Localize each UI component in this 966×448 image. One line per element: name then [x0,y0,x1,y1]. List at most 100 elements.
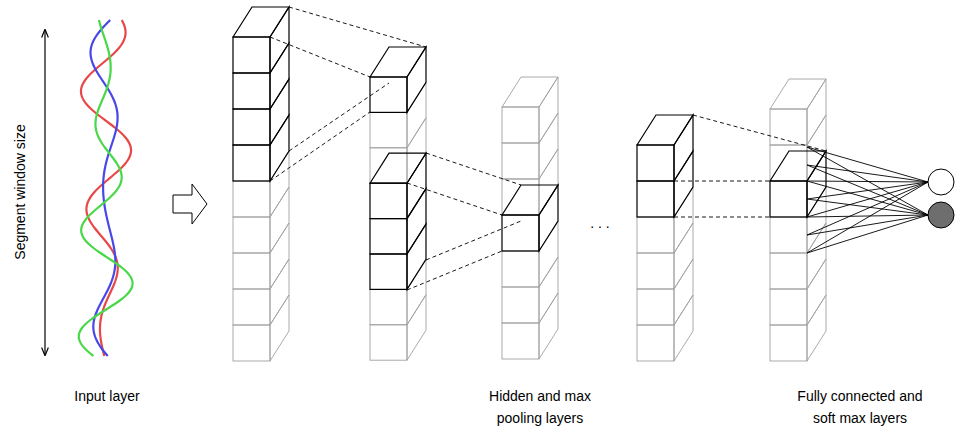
cell-top [502,185,558,215]
cell-side [270,295,289,361]
layer-cell [502,221,558,287]
dashed-line [407,251,502,290]
dashed-line [270,37,370,77]
layer-cell [502,113,558,179]
layer-cell [370,259,426,324]
cell-front [370,289,407,324]
dense-line [807,182,928,253]
dense-line [807,147,928,182]
layer-cell [233,115,289,181]
layer-cell [770,187,826,253]
layer-cell [502,293,558,359]
cell-front [233,181,270,217]
layer-cell [502,77,558,143]
dashed-line [674,181,770,182]
cell-front [233,217,270,253]
cell-front [637,217,674,253]
output-neuron [928,202,954,228]
cell-side [539,77,558,143]
cell-side [407,259,426,324]
dense-line [807,182,928,217]
layer-cell [770,259,826,325]
cell-side [539,185,558,251]
cell-side [674,295,693,361]
dashed-line [426,153,521,185]
dense-line [807,181,928,182]
flow-arrow [173,184,207,224]
layer-cell [637,187,693,253]
layer-cell [233,223,289,289]
layer-cell [370,189,426,254]
dashed-line [674,217,770,218]
layer-cell [233,187,289,253]
dense-line [807,215,928,253]
layer-cell [770,115,826,181]
layer-cell [233,259,289,325]
cell-front [233,253,270,289]
layer-cell [370,118,426,183]
layer-cell [370,153,426,218]
ellipsis: . . . [570,212,630,234]
cell-side [270,259,289,325]
cell-front [770,181,807,217]
cell-front [502,143,539,179]
cell-side [539,257,558,323]
cell-side [807,259,826,325]
cell-front [502,323,539,359]
layer-cell [770,295,826,361]
axis-label: Segment window size [9,121,31,262]
cell-side [407,189,426,254]
cell-top [233,7,289,37]
cell-side [407,47,426,112]
layer-cell [233,43,289,109]
layer-cell [637,115,693,181]
cell-side [539,113,558,179]
layer-cell [637,259,693,325]
cell-front [370,183,407,218]
layer-caption: Hidden and max pooling layers [475,385,605,430]
cell-side [270,43,289,109]
dense-line [807,182,928,235]
layer-cell [370,295,426,360]
cell-front [233,289,270,325]
cell-front [637,253,674,289]
layer-cell [233,151,289,217]
dashed-line [289,7,426,47]
window-size-arrow [44,30,45,355]
layer-columns [233,7,826,361]
cell-side [539,293,558,359]
cell-front [770,325,807,361]
cell-side [270,79,289,145]
cell-front [233,109,270,145]
cell-front [502,215,539,251]
cell-front [233,73,270,109]
cell-front [233,37,270,73]
dashed-line [289,83,389,151]
cell-side [270,223,289,289]
cell-top [770,79,826,109]
cell-side [539,149,558,215]
cell-front [233,145,270,181]
layer-cell [370,224,426,289]
cell-front [370,325,407,360]
cell-top [502,77,558,107]
layer-cell [370,47,426,112]
cell-side [270,151,289,217]
signal-wave [81,20,131,356]
cell-side [674,115,693,181]
cell-front [770,253,807,289]
cell-front [637,145,674,181]
cell-side [807,79,826,145]
cell-side [807,223,826,289]
dashed-line [407,183,502,215]
layer-cell [637,223,693,289]
dense-connections [807,147,928,253]
cell-front [502,107,539,143]
cell-top [370,47,426,77]
dense-line [807,199,928,215]
layer-cell [233,79,289,145]
layer-cell [233,295,289,361]
layer-cell [770,79,826,145]
cell-front [770,109,807,145]
